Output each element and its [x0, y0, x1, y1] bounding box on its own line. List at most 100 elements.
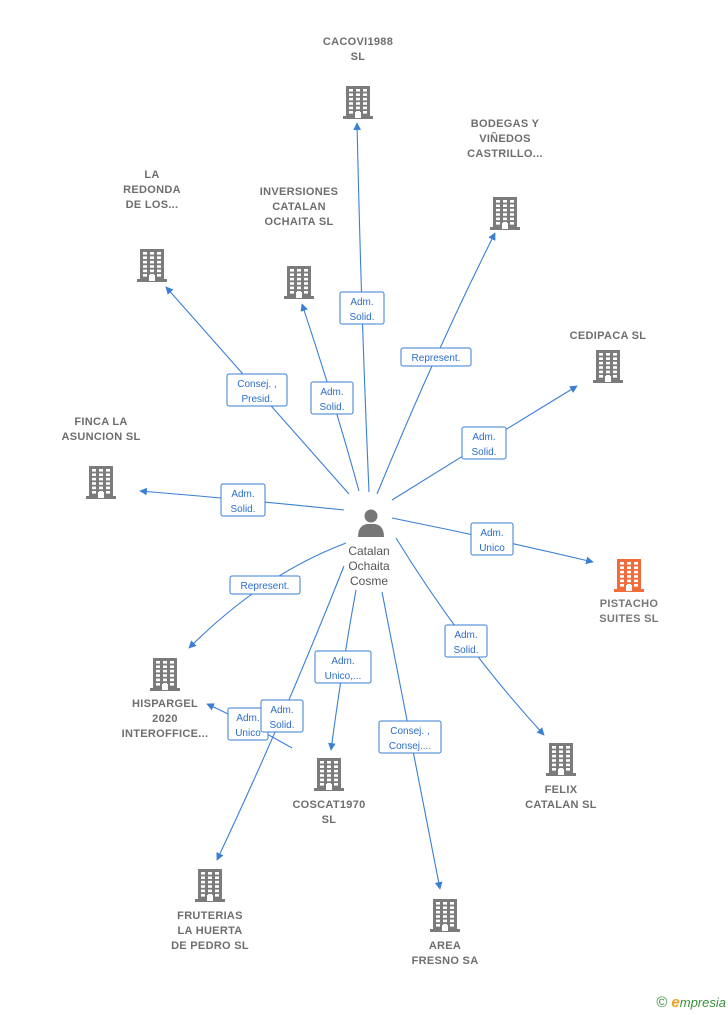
edge-label-coscat[interactable]: Adm. Unico,...	[314, 650, 372, 684]
node-label: CACOVI1988	[323, 36, 393, 48]
edge-labels-layer: Adm. Solid. Represent. Consej. , Presid. Adm.…	[220, 291, 514, 754]
edge-label-text: Solid.	[349, 312, 374, 323]
building-icon[interactable]	[137, 249, 167, 282]
node-label: FRESNO SA	[412, 955, 479, 967]
edge-label-text: Unico	[235, 728, 261, 739]
node-label: PISTACHO	[600, 598, 659, 610]
node-label: LA	[144, 169, 159, 181]
node-label: REDONDA	[123, 184, 181, 196]
node-label: CATALAN	[272, 201, 326, 213]
edge-label-text: Represent.	[412, 353, 461, 364]
node-label: LA HUERTA	[177, 925, 242, 937]
center-label: Cosme	[350, 574, 388, 588]
node-label: SL	[351, 51, 366, 63]
edge-label-text: Adm.	[236, 713, 259, 724]
node-label: CATALAN SL	[525, 799, 597, 811]
edge-hispargel	[188, 542, 347, 649]
node-label: INTEROFFICE...	[122, 728, 209, 740]
building-icon[interactable]	[546, 743, 576, 776]
edges-layer	[139, 122, 594, 890]
edge-label-text: Solid.	[319, 402, 344, 413]
node-label: ASUNCION SL	[61, 431, 140, 443]
edge-label-text: Unico,...	[325, 671, 362, 682]
building-icon[interactable]	[490, 197, 520, 230]
node-label: SL	[322, 814, 337, 826]
node-label: OCHAITA SL	[265, 216, 334, 228]
building-icon[interactable]	[430, 899, 460, 932]
brand-name: mpresia	[679, 995, 726, 1010]
edge-label-text: Solid.	[230, 504, 255, 515]
edge-label-text: Represent.	[241, 581, 290, 592]
brand-logo: ©empresia	[656, 994, 726, 1011]
edge-label-text: Solid.	[453, 645, 478, 656]
edge-label-inversiones[interactable]: Adm. Solid.	[310, 381, 354, 415]
building-icon[interactable]	[284, 266, 314, 299]
node-label: FELIX	[545, 784, 578, 796]
node-label: SUITES SL	[599, 613, 659, 625]
building-icon[interactable]	[314, 758, 344, 791]
center-label: Ochaita	[348, 559, 390, 573]
node-label: FINCA LA	[74, 416, 127, 428]
edge-label-hispargel[interactable]: Adm. Unico	[227, 707, 269, 741]
edge-label-fruterias[interactable]: Adm. Solid.	[260, 699, 304, 733]
edge-label-text: Adm.	[350, 297, 373, 308]
edge-label-text: Consej. ,	[237, 379, 276, 390]
edge-label-text: Adm.	[320, 387, 343, 398]
edge-label-cacovi[interactable]: Adm. Solid.	[339, 291, 385, 325]
node-label: CEDIPACA SL	[570, 330, 647, 342]
center-label: Catalan	[348, 544, 389, 558]
edge-label-pistacho[interactable]: Adm.Unico	[470, 522, 514, 556]
node-bodegas[interactable]: BODEGAS Y VIÑEDOS CASTRILLO...	[467, 118, 543, 230]
edge-label-cedipaca[interactable]: Adm.Solid.	[461, 426, 507, 460]
node-redonda[interactable]: LA REDONDA DE LOS...	[123, 169, 181, 282]
node-label: DE PEDRO SL	[171, 940, 249, 952]
edge-label-text: Solid.	[471, 447, 496, 458]
node-label: CASTRILLO...	[467, 148, 543, 160]
building-icon[interactable]	[343, 86, 373, 119]
edge-label-felix[interactable]: Adm. Solid.	[444, 624, 488, 658]
edge-label-text: Adm.	[270, 705, 293, 716]
edge-label-text: Consej. ,	[390, 726, 429, 737]
node-felix[interactable]: FELIX CATALAN SL	[525, 743, 597, 811]
node-inversiones[interactable]: INVERSIONES CATALAN OCHAITA SL	[260, 186, 339, 299]
node-finca[interactable]: FINCA LA ASUNCION SL	[61, 416, 140, 499]
node-pistacho[interactable]: PISTACHO SUITES SL	[599, 559, 659, 625]
node-cedipaca[interactable]: CEDIPACA SL	[570, 330, 647, 383]
edge-label-text: Adm.	[231, 489, 254, 500]
node-label: VIÑEDOS	[479, 132, 531, 145]
edge-label-bodegas[interactable]: Represent.	[400, 347, 472, 367]
edge-label-text: Adm.	[331, 656, 354, 667]
node-area[interactable]: AREA FRESNO SA	[412, 899, 479, 967]
node-hispargel[interactable]: HISPARGEL2020INTEROFFICE...	[122, 658, 209, 740]
node-label: INVERSIONES	[260, 186, 339, 198]
edge-label-text: Adm.	[454, 630, 477, 641]
edge-label-text: Consej....	[389, 741, 431, 752]
edge-label-hispargel[interactable]: Represent.	[229, 575, 301, 595]
edge-label-text: Presid.	[241, 394, 272, 405]
node-label: COSCAT1970	[292, 799, 365, 811]
edge-label-area[interactable]: Consej. , Consej....	[378, 720, 442, 754]
copyright-icon: ©	[656, 994, 668, 1011]
building-icon[interactable]	[195, 869, 225, 902]
building-icon[interactable]	[150, 658, 180, 691]
edge-label-redonda[interactable]: Consej. , Presid.	[226, 373, 288, 407]
node-label: AREA	[429, 940, 461, 952]
node-label: 2020	[152, 713, 178, 725]
node-label: BODEGAS Y	[471, 118, 540, 130]
node-label: FRUTERIAS	[177, 910, 243, 922]
building-icon[interactable]	[86, 466, 116, 499]
edge-label-finca[interactable]: Adm. Solid.	[220, 483, 266, 517]
edge-label-text: Solid.	[269, 720, 294, 731]
edge-label-text: Adm.	[480, 528, 503, 539]
person-icon	[358, 509, 384, 537]
building-icon[interactable]	[614, 559, 644, 592]
node-fruterias[interactable]: FRUTERIAS LA HUERTA DE PEDRO SL	[171, 869, 249, 952]
brand-initial: e	[671, 994, 680, 1011]
building-icon[interactable]	[593, 350, 623, 383]
node-label: DE LOS...	[126, 199, 179, 211]
